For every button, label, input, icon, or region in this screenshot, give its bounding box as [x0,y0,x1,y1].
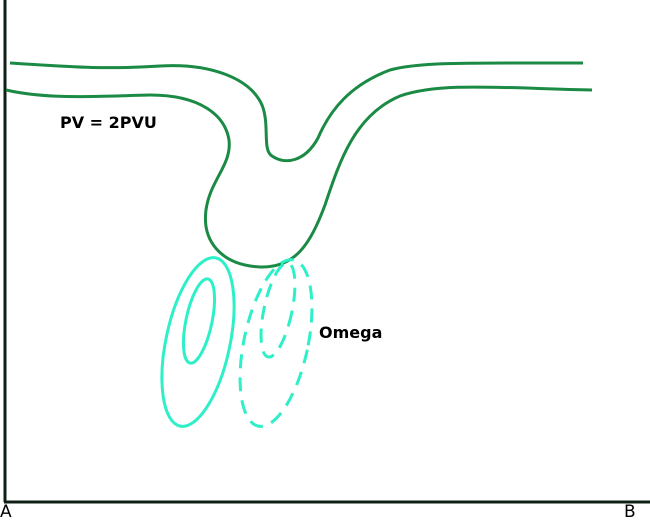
omega-dashed-inner [259,261,297,359]
omega-label: Omega [319,323,383,342]
omega-dashed-outer [238,258,314,428]
omega-solid-inner [181,277,217,365]
pv-lower-contour [5,85,593,269]
pv-upper-contour [9,61,584,163]
axis-end-label: B [624,502,636,522]
omega-solid-outer [160,256,236,428]
axis-start-label: A [0,502,12,522]
pv-label: PV = 2PVU [60,113,157,132]
